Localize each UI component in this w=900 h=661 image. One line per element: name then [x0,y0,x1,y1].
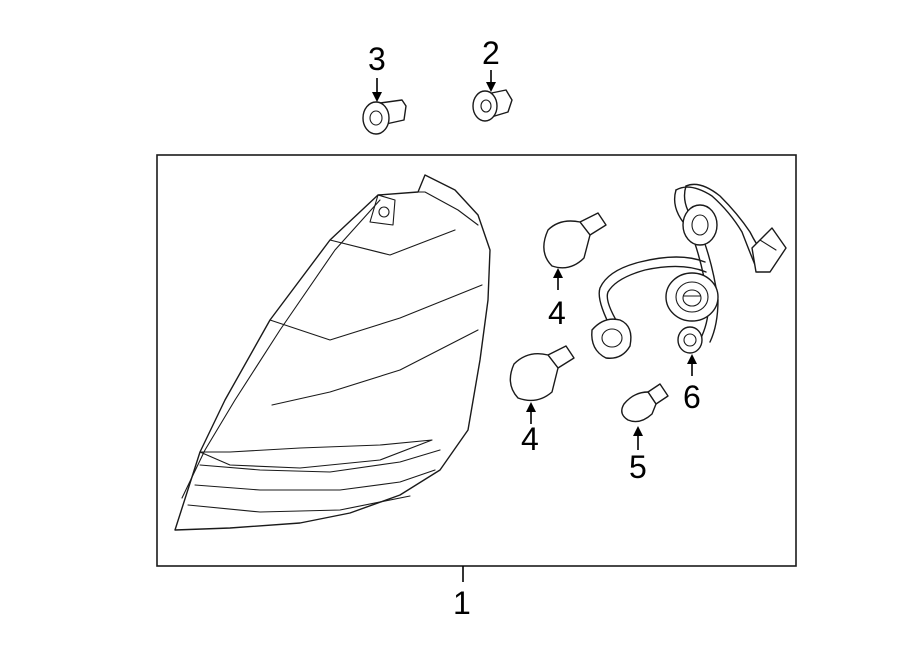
callout-6: 6 [683,379,701,415]
callout-3: 3 [368,41,386,77]
callout-2: 2 [482,35,500,71]
grommet-part-2 [472,89,513,122]
callout-1: 1 [453,585,471,621]
assembly-frame [156,154,797,567]
callout-5: 5 [629,449,647,485]
wiring-harness-part-6 [591,183,787,359]
retainer-part-3 [362,99,407,135]
callout-arrows [372,70,697,450]
callout-4-upper: 4 [548,295,566,331]
bulb-part-4-lower [509,345,575,402]
wedge-bulb-part-5 [621,383,669,423]
bulb-part-4-upper [543,212,607,269]
callout-4-lower: 4 [521,421,539,457]
tail-lamp-housing [174,174,491,531]
